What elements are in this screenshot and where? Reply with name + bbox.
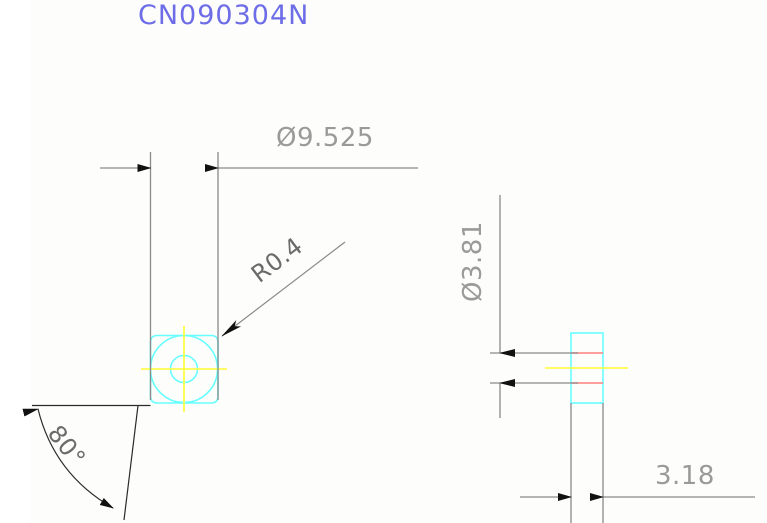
drawing-title: CN090304N xyxy=(138,0,310,31)
dim-hole-diameter xyxy=(490,195,578,418)
dim-hole-diameter-label: Ø3.81 xyxy=(458,221,488,302)
dim-thickness-label: 3.18 xyxy=(655,461,715,491)
top-view-centerlines xyxy=(141,326,227,412)
dim-corner-radius-leader xyxy=(221,241,346,337)
dim-included-angle xyxy=(22,404,151,521)
dim-inscribed-circle-label: Ø9.525 xyxy=(276,123,374,153)
side-view-thickness-extension-lines xyxy=(570,403,604,523)
dim-inscribed-circle xyxy=(100,152,418,400)
